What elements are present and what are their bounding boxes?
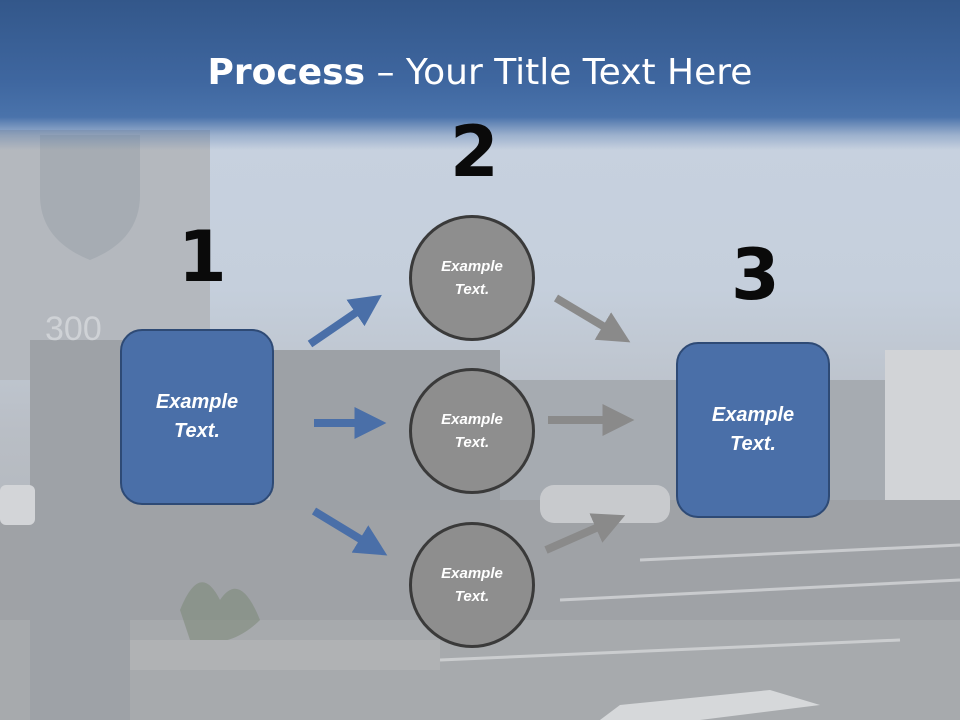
sign-number: 300 [45, 310, 102, 348]
left-process-box: Example Text. [120, 329, 274, 505]
title-bar [0, 0, 960, 150]
step-number-2: 2 [450, 111, 499, 193]
circle-3-text: Example Text. [441, 565, 503, 605]
circle-2-text: Example Text. [441, 411, 503, 451]
title-bold: Process [207, 52, 366, 93]
arrow-from-circle-3 [544, 513, 626, 554]
step-number-1: 1 [178, 216, 227, 298]
process-circle-3: Example Text. [409, 522, 535, 648]
slide-title: Process – Your Title Text Here [0, 52, 960, 93]
process-circle-1: Example Text. [409, 215, 535, 341]
right-process-box: Example Text. [676, 342, 830, 518]
arrow-to-circle-1 [307, 294, 382, 348]
circle-1-text: Example Text. [441, 258, 503, 298]
title-rest: – Your Title Text Here [365, 52, 753, 93]
right-box-text: Example Text. [711, 404, 795, 455]
process-circle-2: Example Text. [409, 368, 535, 494]
step-number-3: 3 [731, 234, 780, 316]
arrow-from-circle-1 [553, 294, 631, 343]
arrow-to-circle-3 [311, 507, 388, 556]
left-box-text: Example Text. [155, 391, 239, 442]
